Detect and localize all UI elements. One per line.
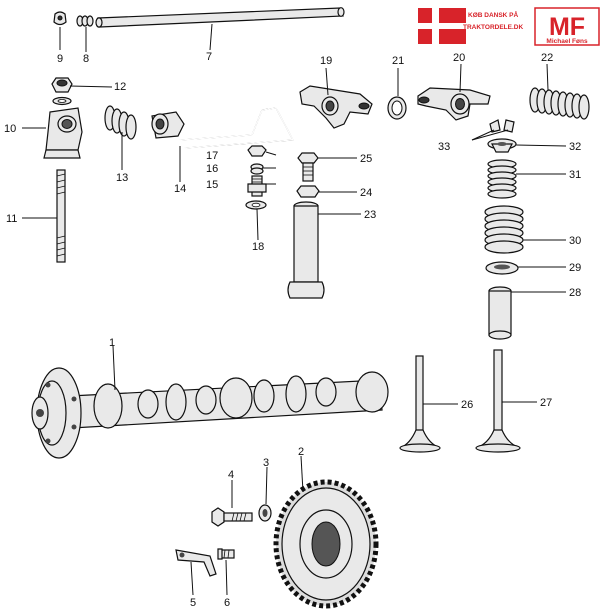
shaft-spring-8: [76, 15, 94, 27]
rocker-shaft: [95, 7, 345, 28]
label-20: 20: [453, 52, 465, 64]
part-number-labels: 1 2 3 4 5 6 7 8 9 10 11 12 13 14 15 16 1…: [4, 51, 581, 609]
label-18: 18: [252, 241, 264, 253]
bracket-5: [175, 549, 217, 577]
label-10: 10: [4, 123, 16, 135]
danish-flag-logo: KØB DANSK PÅ TRAKTORDELE.DK: [418, 8, 523, 44]
spacer-spring-21: [387, 96, 407, 120]
label-19: 19: [320, 55, 332, 67]
label-7: 7: [206, 51, 212, 63]
label-24: 24: [360, 187, 372, 199]
label-25: 25: [360, 153, 372, 165]
label-8: 8: [83, 53, 89, 65]
logo-letters: MF: [549, 13, 585, 41]
mf-logo: MF Michael Føns: [534, 7, 600, 46]
union-15: [247, 175, 267, 197]
spring-13: [104, 105, 137, 140]
stud-11: [56, 169, 66, 263]
leader-lines: [22, 23, 567, 596]
shaft-plug-9: [53, 11, 67, 26]
screw-6: [217, 548, 235, 560]
label-21: 21: [392, 55, 404, 67]
label-32: 32: [569, 141, 581, 153]
label-9: 9: [57, 53, 63, 65]
logo-name: Michael Føns: [546, 38, 588, 45]
rocker-arm-19: [299, 85, 373, 129]
camshaft-gear-2: [273, 479, 379, 609]
label-27: 27: [540, 397, 552, 409]
label-30: 30: [569, 235, 581, 247]
label-13: 13: [116, 172, 128, 184]
rocker-arm-20: [417, 87, 491, 121]
camshaft-1: [31, 367, 389, 459]
washer-3: [258, 504, 272, 522]
label-6: 6: [224, 597, 230, 609]
adjusting-screw-25: [297, 152, 319, 182]
label-12: 12: [114, 81, 126, 93]
valve-27: [475, 349, 521, 453]
label-11: 11: [6, 213, 17, 225]
label-5: 5: [190, 597, 196, 609]
label-29: 29: [569, 262, 581, 274]
label-33: 33: [438, 141, 450, 153]
valve-guide-28: [488, 286, 512, 340]
washer-18: [245, 200, 267, 210]
tappet-23: [287, 201, 325, 299]
washer-16: [250, 163, 264, 175]
label-23: 23: [364, 209, 376, 221]
bolt-4: [211, 507, 253, 527]
valve-26: [399, 355, 441, 453]
label-31: 31: [569, 169, 581, 181]
spring-retainer-32: [487, 138, 517, 153]
rocker-support-10: [43, 107, 83, 159]
label-28: 28: [569, 287, 581, 299]
label-16: 16: [206, 163, 218, 175]
spring-22: [529, 87, 590, 120]
label-14: 14: [174, 183, 186, 195]
inner-spring-31: [487, 159, 517, 199]
label-4: 4: [228, 469, 234, 481]
flag-text-line1: KØB DANSK PÅ: [468, 10, 519, 19]
valve-keepers-33: [489, 119, 515, 133]
label-3: 3: [263, 457, 269, 469]
label-2: 2: [298, 446, 304, 458]
label-26: 26: [461, 399, 473, 411]
valve-seal-29: [485, 261, 519, 275]
label-17: 17: [206, 150, 218, 162]
flag-text-line2: TRAKTORDELE.DK: [463, 24, 523, 31]
nut-12: [51, 77, 73, 93]
oil-pipe-14: [151, 107, 294, 149]
label-1: 1: [109, 337, 115, 349]
plug-17: [247, 145, 267, 157]
outer-spring-30: [484, 205, 524, 254]
label-22: 22: [541, 52, 553, 64]
washer-12: [52, 96, 72, 106]
label-15: 15: [206, 179, 218, 191]
locknut-24: [296, 185, 320, 198]
